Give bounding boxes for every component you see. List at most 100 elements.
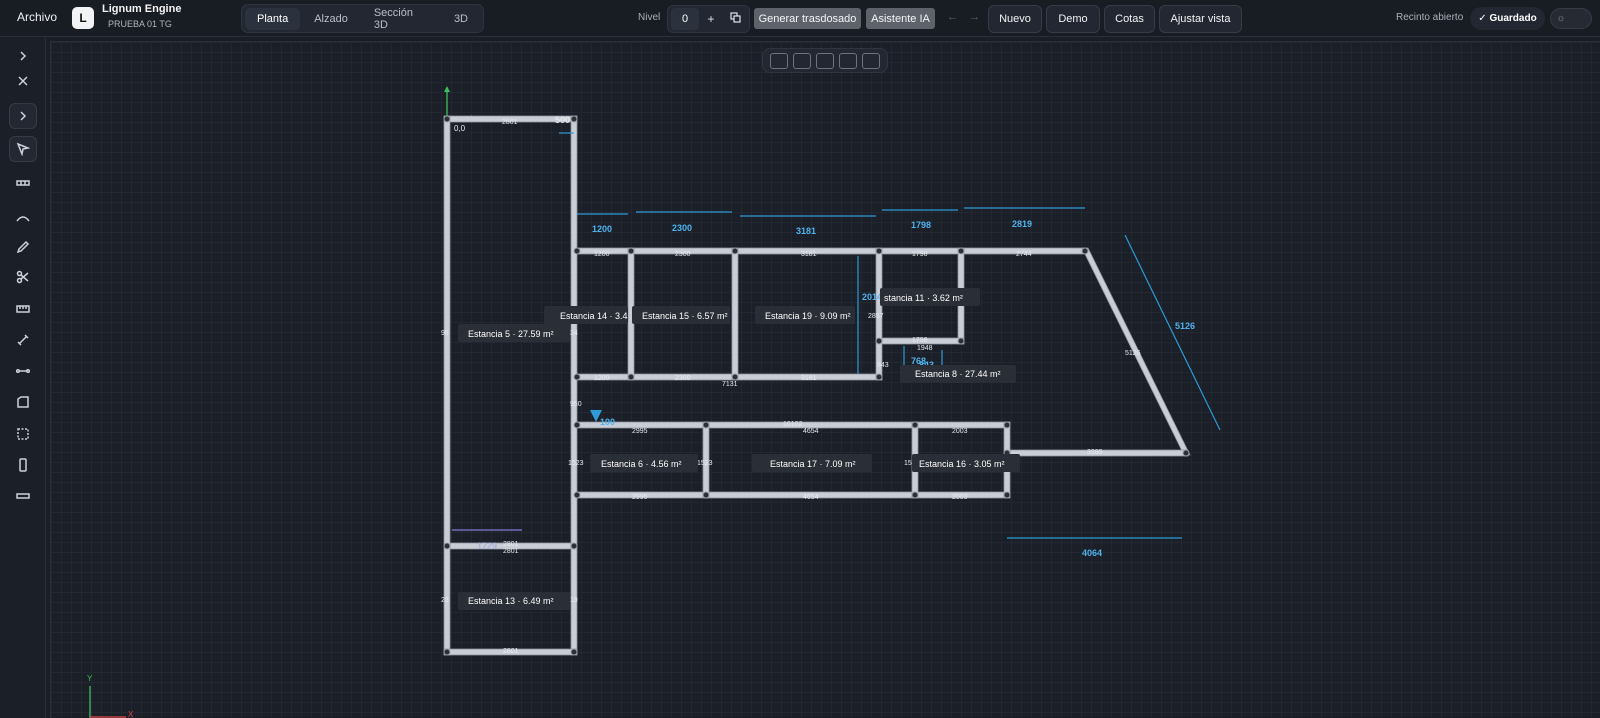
svg-text:2744: 2744 bbox=[1016, 251, 1032, 258]
wall-icon[interactable] bbox=[9, 170, 37, 196]
svg-text:2995: 2995 bbox=[632, 494, 648, 501]
file-menu[interactable]: Archivo bbox=[17, 10, 58, 24]
svg-text:19: 19 bbox=[570, 597, 578, 604]
view-tabs: Planta Alzado Sección 3D 3D bbox=[241, 4, 484, 33]
svg-text:2300: 2300 bbox=[675, 251, 691, 258]
level-control: 0 + bbox=[667, 5, 750, 33]
svg-text:768: 768 bbox=[911, 356, 926, 366]
redo-button[interactable]: → bbox=[969, 11, 980, 23]
demo-button[interactable]: Demo bbox=[1046, 5, 1100, 33]
level-value[interactable]: 0 bbox=[671, 8, 699, 30]
pencil-icon[interactable] bbox=[9, 234, 37, 260]
tool-sidebar bbox=[0, 38, 46, 718]
svg-text:1200: 1200 bbox=[592, 224, 612, 234]
dimension-icon[interactable] bbox=[9, 358, 37, 384]
copy-level-icon[interactable] bbox=[723, 12, 747, 26]
drawing-canvas[interactable] bbox=[50, 41, 1600, 718]
svg-text:2801: 2801 bbox=[503, 548, 519, 555]
undo-button[interactable]: ← bbox=[947, 11, 958, 23]
expand-panel-icon[interactable] bbox=[9, 103, 37, 129]
svg-text:2003: 2003 bbox=[952, 494, 968, 501]
svg-text:1798: 1798 bbox=[912, 251, 928, 258]
svg-text:2801: 2801 bbox=[503, 541, 519, 548]
generar-trasdosado-button[interactable]: Generar trasdosado bbox=[754, 8, 861, 29]
tab-planta[interactable]: Planta bbox=[245, 7, 301, 30]
svg-text:500: 500 bbox=[555, 115, 570, 125]
svg-text:1200: 1200 bbox=[594, 251, 610, 258]
svg-text:1948: 1948 bbox=[917, 345, 933, 352]
side-panel-icon[interactable] bbox=[815, 52, 834, 69]
svg-text:98: 98 bbox=[441, 330, 449, 337]
asistente-ia-button[interactable]: Asistente IA bbox=[866, 8, 935, 29]
svg-text:1523: 1523 bbox=[697, 460, 713, 467]
tab-alzado[interactable]: Alzado bbox=[314, 12, 348, 25]
svg-text:2300: 2300 bbox=[672, 223, 692, 233]
svg-text:X: X bbox=[128, 710, 134, 718]
svg-text:4064: 4064 bbox=[1082, 548, 1102, 558]
room-label: Estancia 14 · 3.4 bbox=[560, 311, 628, 321]
fullscreen-icon[interactable] bbox=[839, 52, 858, 69]
door-icon[interactable] bbox=[9, 452, 37, 478]
tab-3d[interactable]: 3D bbox=[453, 12, 468, 25]
exit-fullscreen-icon[interactable] bbox=[862, 52, 881, 69]
room-label: stancia 11 · 3.62 m² bbox=[884, 293, 963, 303]
measure-icon[interactable] bbox=[9, 327, 37, 353]
svg-text:1523: 1523 bbox=[904, 460, 920, 467]
room-labels[interactable]: Estancia 14 · 3.4 Estancia 15 · 6.57 m² … bbox=[458, 288, 1020, 610]
svg-text:4654: 4654 bbox=[803, 494, 819, 501]
svg-text:950: 950 bbox=[570, 401, 582, 408]
svg-text:3181: 3181 bbox=[801, 251, 817, 258]
svg-text:5126: 5126 bbox=[1175, 321, 1195, 331]
ajustar-vista-button[interactable]: Ajustar vista bbox=[1159, 5, 1242, 33]
wall-labels: 2801 1200 2300 3181 1798 2744 2857 5126 … bbox=[441, 119, 1141, 655]
saved-badge: ✓ Guardado bbox=[1470, 7, 1545, 30]
nuevo-button[interactable]: Nuevo bbox=[988, 5, 1042, 33]
axis-gizmo: Y X bbox=[87, 674, 134, 718]
add-level-button[interactable]: + bbox=[707, 12, 715, 26]
svg-text:2300: 2300 bbox=[675, 375, 691, 382]
origin-label: 0,0 bbox=[454, 124, 466, 133]
svg-text:1798: 1798 bbox=[912, 337, 928, 344]
project-name: PRUEBA 01 TG bbox=[108, 19, 172, 29]
arc-icon[interactable] bbox=[9, 205, 37, 231]
room-label: Estancia 15 · 6.57 m² bbox=[642, 311, 728, 321]
theme-toggle[interactable]: ☼ bbox=[1550, 8, 1592, 29]
svg-text:2857: 2857 bbox=[868, 313, 884, 320]
tab-seccion-3d[interactable]: Sección 3D bbox=[373, 6, 413, 31]
svg-text:1200: 1200 bbox=[594, 375, 610, 382]
svg-text:23: 23 bbox=[441, 597, 449, 604]
level-label: Nivel bbox=[638, 12, 661, 23]
svg-text:843: 843 bbox=[877, 362, 889, 369]
svg-text:5126: 5126 bbox=[1125, 350, 1141, 357]
room-label: Estancia 6 · 4.56 m² bbox=[601, 459, 682, 469]
svg-text:3181: 3181 bbox=[796, 226, 816, 236]
svg-text:1523: 1523 bbox=[568, 460, 584, 467]
scissors-icon[interactable] bbox=[9, 264, 37, 290]
sun-icon: ☼ bbox=[1556, 13, 1566, 24]
wall-nodes[interactable] bbox=[443, 115, 1190, 656]
align-top-icon[interactable] bbox=[769, 52, 788, 69]
chevron-right-icon[interactable] bbox=[9, 43, 37, 69]
svg-text:2003: 2003 bbox=[952, 428, 968, 435]
window-icon[interactable] bbox=[9, 483, 37, 509]
split-view-icon[interactable] bbox=[792, 52, 811, 69]
room-label: Estancia 5 · 27.59 m² bbox=[468, 329, 554, 339]
ruler-icon[interactable] bbox=[9, 296, 37, 322]
svg-text:1729: 1729 bbox=[477, 541, 497, 551]
app-logo: L bbox=[72, 7, 94, 29]
svg-text:Y: Y bbox=[87, 674, 93, 683]
svg-text:1798: 1798 bbox=[911, 220, 931, 230]
pointer-icon[interactable] bbox=[9, 136, 37, 162]
svg-text:10102: 10102 bbox=[783, 421, 803, 428]
close-icon[interactable] bbox=[9, 68, 37, 94]
room-status: Recinto abierto bbox=[1396, 12, 1464, 23]
room-icon[interactable] bbox=[9, 389, 37, 415]
cotas-button[interactable]: Cotas bbox=[1104, 5, 1155, 33]
select-area-icon[interactable] bbox=[9, 421, 37, 447]
walls[interactable] bbox=[443, 115, 1191, 656]
room-label: Estancia 8 · 27.44 m² bbox=[915, 369, 1001, 379]
svg-text:7131: 7131 bbox=[722, 381, 738, 388]
svg-text:2819: 2819 bbox=[1012, 219, 1032, 229]
room-label: Estancia 19 · 9.09 m² bbox=[765, 311, 851, 321]
